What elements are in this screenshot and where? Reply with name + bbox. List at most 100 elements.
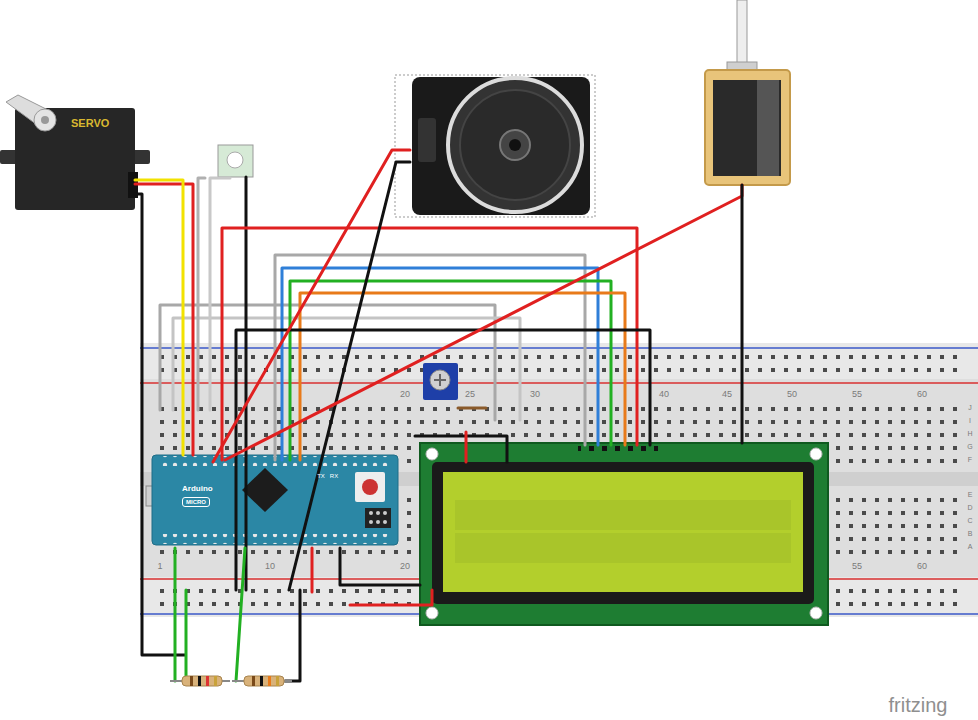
solenoid: [705, 0, 790, 185]
resistor-symbol: [244, 676, 284, 686]
speaker: [395, 75, 595, 217]
jumper-wire: [173, 318, 520, 420]
jumper-wire: [198, 178, 205, 410]
speaker: [509, 139, 521, 151]
arduino-board: [369, 520, 373, 524]
arduino-board: [369, 511, 373, 515]
column-number: 45: [721, 390, 733, 400]
breadboard: [140, 343, 978, 617]
speaker: [418, 118, 436, 162]
arduino-board: [362, 479, 378, 495]
resistor-symbol: [206, 676, 209, 686]
speaker: [412, 77, 590, 215]
column-number: 30: [529, 390, 541, 400]
jumper-wire: [290, 281, 611, 460]
servo-motor: SERVO: [15, 105, 135, 210]
jumper-wire: [415, 436, 507, 462]
watermark: fritzing: [888, 694, 949, 716]
arduino-board: [355, 472, 385, 502]
pin-label: TX: [316, 473, 326, 480]
resistor-symbol: [252, 676, 255, 686]
column-number: 55: [851, 562, 863, 572]
servo-illustration: [34, 109, 56, 131]
lcd-display: [420, 443, 828, 625]
column-number: 50: [786, 390, 798, 400]
lcd-display: [578, 444, 658, 457]
jumper-wire: [210, 178, 230, 410]
servo-illustration: [41, 116, 49, 124]
jumper-wire: [222, 228, 637, 460]
row-letter: G: [966, 443, 973, 451]
lcd-display: [810, 607, 822, 619]
lcd-display: [420, 443, 828, 625]
speaker: [460, 90, 570, 200]
jumper-wire: [275, 255, 585, 460]
row-letter: F: [967, 456, 973, 464]
arduino-board: [376, 520, 380, 524]
jumper-wire: [350, 590, 432, 605]
column-number: 20: [399, 390, 411, 400]
row-letter: E: [967, 491, 974, 499]
jumper-wire: [245, 177, 248, 590]
row-letter: C: [966, 517, 973, 525]
solenoid: [705, 70, 790, 185]
part-name: SERVO: [71, 117, 109, 129]
lcd-display: [810, 448, 822, 460]
lcd-display: [432, 462, 814, 604]
servo-illustration: [15, 108, 135, 210]
board-name: Arduino: [182, 485, 213, 494]
jumper-wire: [465, 432, 468, 462]
speaker: [500, 130, 530, 160]
column-number: 1: [156, 562, 163, 572]
arduino-board: [383, 511, 387, 515]
jumper-wire: [236, 548, 245, 681]
jumper-wire: [311, 548, 314, 592]
row-letter: A: [967, 543, 974, 551]
jumper-wire: [185, 590, 188, 681]
breadboard: [140, 343, 978, 617]
light-sensor: [218, 145, 253, 177]
jumper-wire: [135, 150, 742, 681]
board-model: MICRO: [182, 497, 210, 508]
light-sensor: [227, 152, 243, 168]
arduino-board: [242, 468, 288, 512]
resistor-symbol: [170, 676, 292, 686]
light-sensor: [218, 145, 253, 177]
row-letter: B: [967, 530, 974, 538]
jumper-wire: [135, 194, 185, 655]
potentiometer: [423, 363, 458, 400]
arduino-board: [146, 455, 398, 545]
jumper-wire: [741, 185, 744, 443]
arduino-board: [376, 511, 380, 515]
column-number: 60: [916, 562, 928, 572]
jumper-wire: [285, 590, 300, 681]
lcd-display: [455, 533, 791, 563]
jumper-wire: [225, 185, 742, 460]
arduino-board: [383, 520, 387, 524]
resistor-symbol: [198, 676, 201, 686]
lcd-display: [426, 448, 438, 460]
breadboard: [140, 343, 978, 379]
column-number: 40: [658, 390, 670, 400]
lcd-display: [426, 607, 438, 619]
breadboard: [140, 347, 978, 349]
arduino-board: [365, 508, 391, 528]
solenoid: [713, 80, 781, 176]
row-letter: H: [966, 430, 973, 438]
jumper-wire: [340, 548, 420, 585]
column-number: 60: [916, 390, 928, 400]
lcd-display: [455, 500, 791, 530]
lcd-display: [443, 472, 803, 592]
row-letter: D: [966, 504, 973, 512]
resistor-symbol: [268, 676, 271, 686]
row-letter: I: [968, 417, 972, 425]
potentiometer: [423, 363, 458, 400]
solenoid: [757, 80, 779, 176]
arduino-micro-board: ArduinoMICRO: [152, 455, 398, 545]
row-letter: J: [967, 404, 973, 412]
